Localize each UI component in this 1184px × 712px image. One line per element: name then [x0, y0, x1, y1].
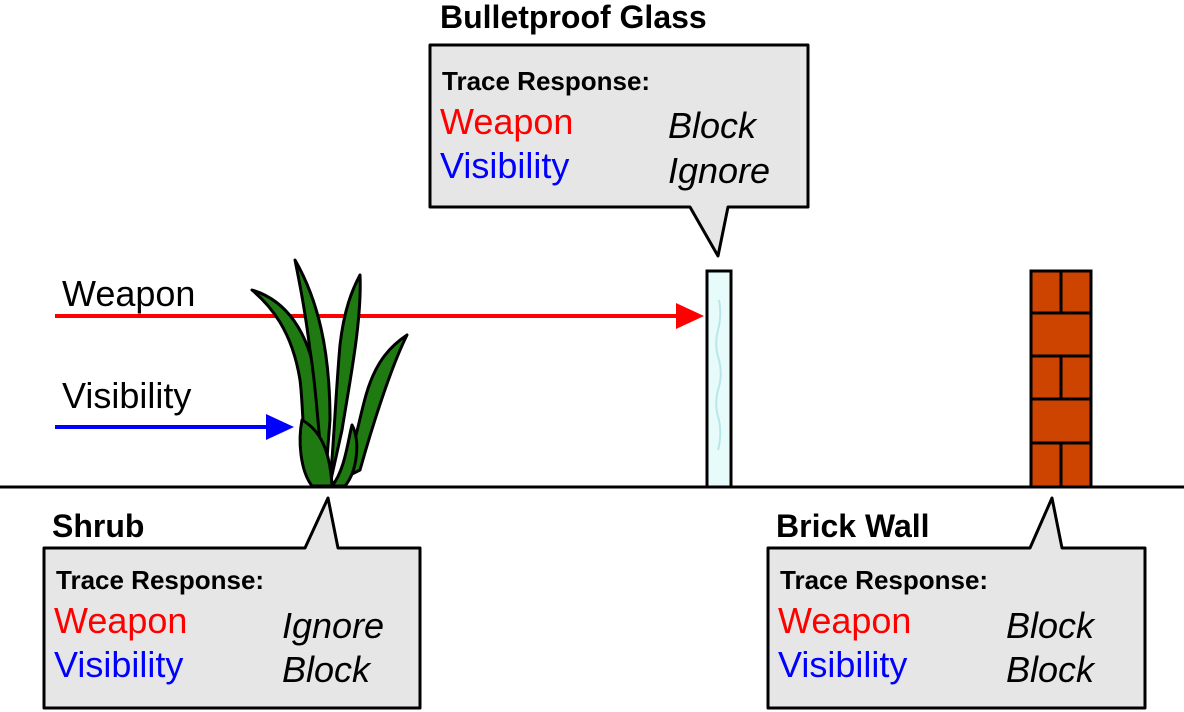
wall-callout: Brick Wall Trace Response: Weapon Block … — [766, 496, 1147, 710]
shrub-callout: Shrub Trace Response: Weapon Ignore Visi… — [42, 496, 422, 710]
shrub-visibility-label: Visibility — [54, 644, 183, 685]
glass-title: Bulletproof Glass — [440, 0, 707, 35]
glass-weapon-label: Weapon — [440, 101, 573, 142]
visibility-ray: Visibility — [55, 375, 294, 440]
glass-pane — [705, 269, 733, 489]
shrub-icon — [250, 258, 409, 488]
weapon-ray: Weapon — [55, 273, 704, 329]
wall-heading: Trace Response: — [780, 565, 988, 595]
wall-callout-bubble — [766, 496, 1147, 710]
shrub-visibility-response: Block — [282, 649, 372, 690]
brick-wall-icon — [1029, 269, 1093, 489]
shrub-weapon-response: Ignore — [282, 605, 384, 646]
wall-visibility-label: Visibility — [778, 644, 907, 685]
wall-weapon-label: Weapon — [778, 600, 911, 641]
shrub-heading: Trace Response: — [56, 565, 264, 595]
glass-callout-bubble — [428, 43, 810, 258]
glass-visibility-label: Visibility — [440, 145, 569, 186]
shrub-title: Shrub — [52, 508, 144, 544]
wall-visibility-response: Block — [1006, 649, 1096, 690]
visibility-ray-label: Visibility — [62, 375, 191, 416]
wall-title: Brick Wall — [776, 508, 930, 544]
shrub-weapon-label: Weapon — [54, 600, 187, 641]
shrub-callout-bubble — [42, 496, 422, 710]
glass-weapon-response: Block — [668, 105, 758, 146]
glass-callout: Bulletproof Glass Trace Response: Weapon… — [428, 0, 810, 258]
wall-weapon-response: Block — [1006, 605, 1096, 646]
glass-visibility-response: Ignore — [668, 150, 770, 191]
weapon-ray-arrowhead — [676, 303, 704, 329]
glass-heading: Trace Response: — [442, 66, 650, 96]
weapon-ray-label: Weapon — [62, 273, 195, 314]
visibility-ray-arrowhead — [266, 414, 294, 440]
